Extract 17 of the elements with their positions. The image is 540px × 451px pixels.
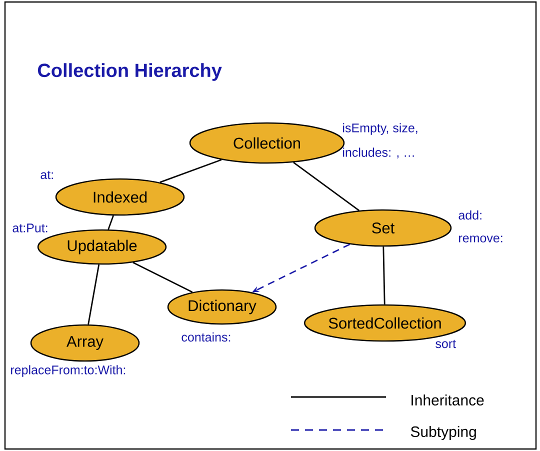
title: Collection Hierarchy	[38, 63, 222, 81]
legend-label: Subtyping	[410, 426, 476, 440]
method-label: includes: , …	[343, 148, 414, 158]
connector	[132, 262, 193, 293]
connector	[160, 159, 222, 183]
connector	[88, 264, 100, 325]
connector	[293, 162, 360, 212]
method-label: at:	[40, 170, 53, 180]
method-label: isEmpty, size,	[343, 123, 418, 135]
connector	[382, 246, 386, 304]
method-label: replaceFrom:to:With:	[11, 365, 126, 377]
legend-label: Inheritance	[412, 394, 484, 406]
method-label: sort	[436, 340, 456, 348]
connector	[108, 215, 114, 230]
method-label: remove:	[459, 236, 502, 242]
method-label: add:	[458, 210, 482, 220]
method-label: contains:	[182, 332, 230, 342]
